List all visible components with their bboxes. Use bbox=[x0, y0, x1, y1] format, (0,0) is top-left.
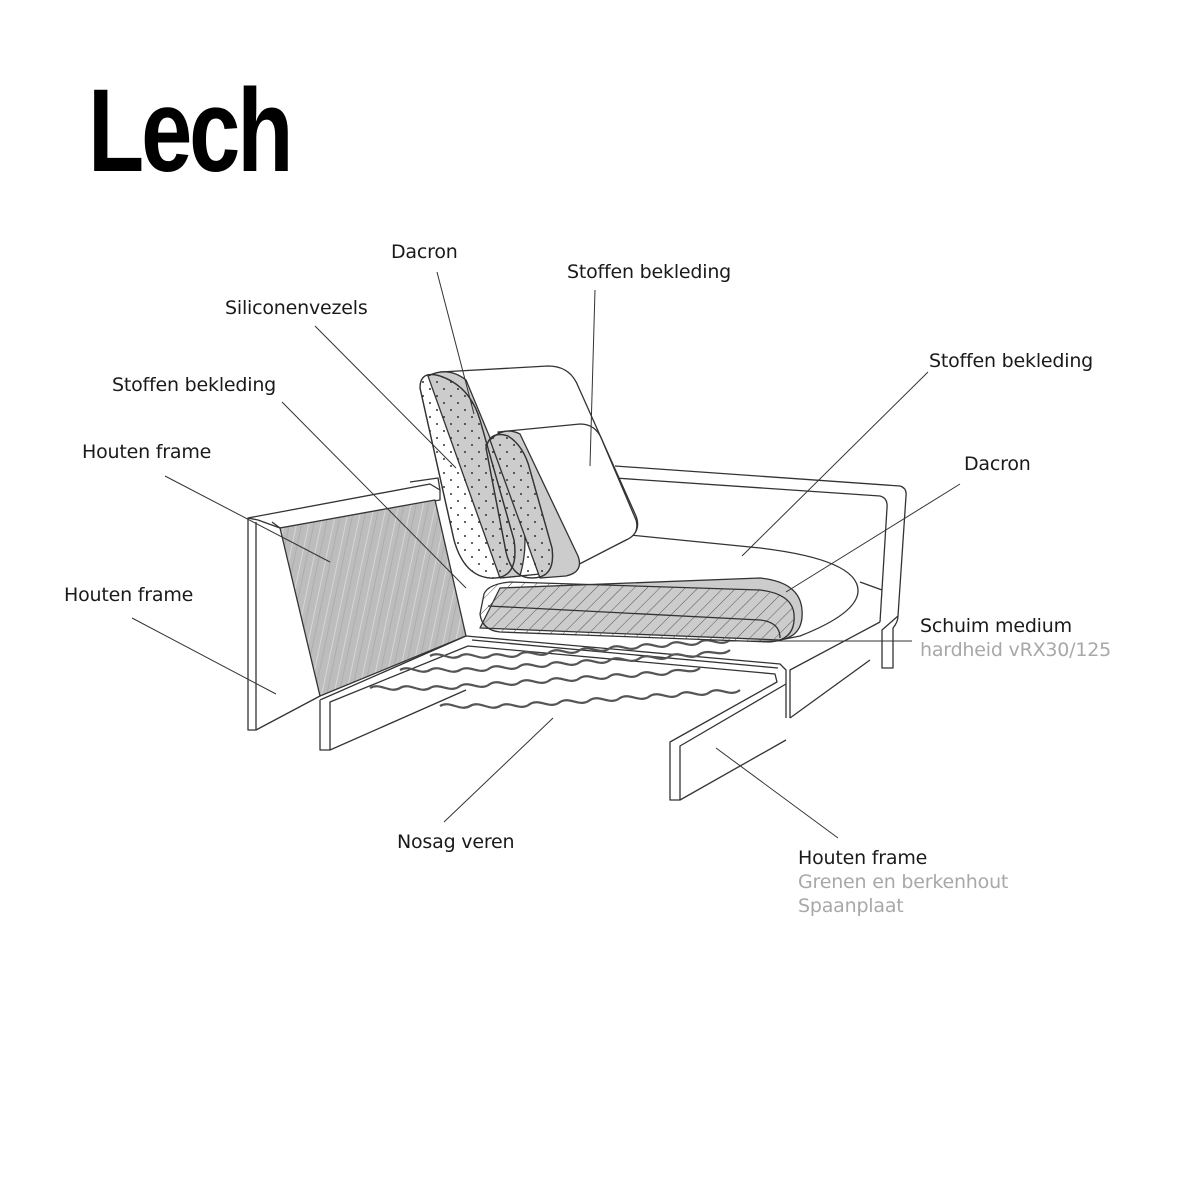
label-text: Stoffen bekleding bbox=[929, 350, 1094, 372]
label-schuim-medium: Schuim medium hardheid vRX30/125 bbox=[920, 614, 1111, 662]
label-nosag-veren: Nosag veren bbox=[397, 830, 515, 854]
label-stoffen-bekleding-back: Stoffen bekleding bbox=[567, 260, 731, 284]
leader-lines bbox=[131, 271, 961, 839]
seat-cushion bbox=[479, 527, 859, 643]
label-text: Schuim medium bbox=[920, 615, 1072, 637]
label-text: Houten frame bbox=[64, 584, 194, 606]
label-detail: Spaanplaat bbox=[798, 895, 904, 917]
label-houten-frame-side: Houten frame bbox=[64, 583, 193, 607]
label-dacron-seat: Dacron bbox=[964, 452, 1031, 476]
label-houten-frame-base: Houten frame Grenen en berkenhout Spaanp… bbox=[798, 846, 1008, 918]
label-text: Nosag veren bbox=[397, 831, 515, 853]
label-text: Dacron bbox=[964, 453, 1031, 475]
label-text: Dacron bbox=[391, 241, 458, 263]
label-text: Stoffen bekleding bbox=[567, 261, 732, 283]
label-siliconenvezels: Siliconenvezels bbox=[225, 296, 368, 320]
label-text: Houten frame bbox=[798, 847, 928, 869]
product-title: Lech bbox=[88, 65, 293, 197]
nosag-springs bbox=[369, 639, 741, 709]
label-houten-frame-arm: Houten frame bbox=[82, 440, 211, 464]
label-stoffen-bekleding-left: Stoffen bekleding bbox=[112, 373, 276, 397]
label-dacron-top: Dacron bbox=[391, 240, 458, 264]
left-armrest-frame bbox=[247, 477, 467, 731]
label-text: Siliconenvezels bbox=[225, 297, 368, 319]
right-armrest bbox=[614, 465, 907, 719]
label-text: Houten frame bbox=[82, 441, 212, 463]
label-detail: hardheid vRX30/125 bbox=[920, 639, 1112, 661]
label-text: Stoffen bekleding bbox=[112, 374, 277, 396]
front-back-cushion bbox=[485, 423, 638, 579]
label-detail: Grenen en berkenhout bbox=[798, 871, 1009, 893]
label-stoffen-bekleding-seat: Stoffen bekleding bbox=[929, 349, 1093, 373]
